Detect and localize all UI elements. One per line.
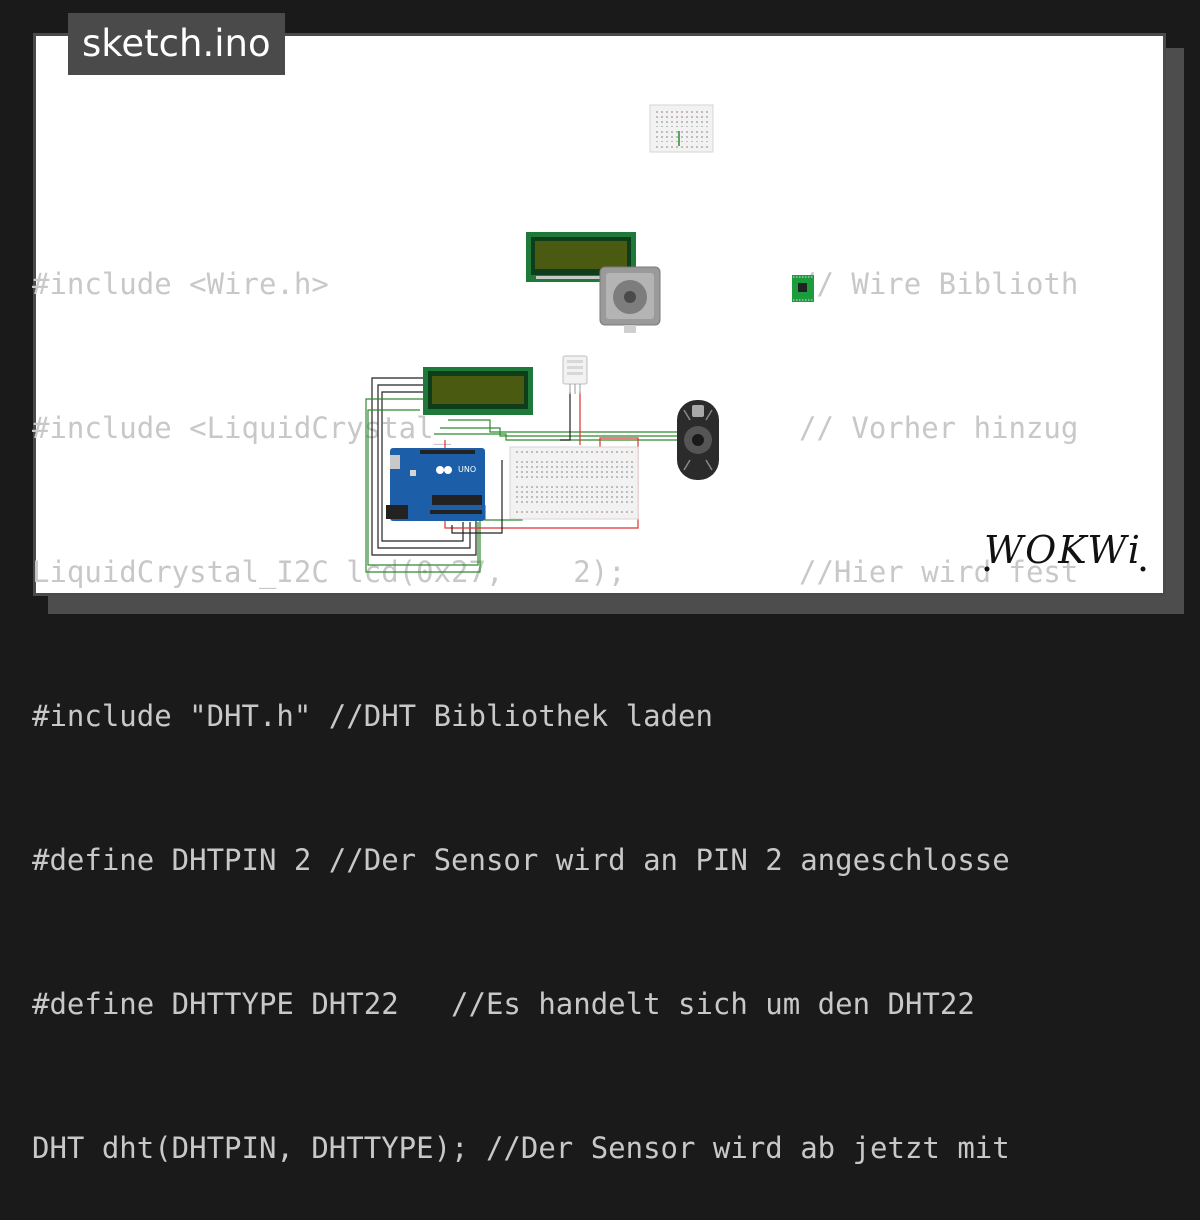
code-text: #include <Wire.h> (32, 267, 329, 301)
dht22-sensor-icon[interactable] (562, 355, 588, 394)
code-text: #define DHTPIN 2 //Der Sensor wird an PI… (32, 843, 1010, 877)
code-line: #define DHTTYPE DHT22 //Es handelt sich … (32, 980, 1098, 1028)
rotary-encoder-icon[interactable] (677, 400, 719, 480)
breadboard-small-icon[interactable] (649, 104, 714, 153)
project-filename: sketch.ino (68, 13, 285, 75)
code-comment: // Vorher hinzug (799, 411, 1079, 445)
arduino-uno-icon[interactable]: UNO (386, 448, 485, 521)
code-text: #include <LiquidCrystal_ (32, 411, 452, 445)
wokwi-logo-icon: WOKWi (984, 528, 1146, 572)
code-text: DHT dht(DHTPIN, DHTTYPE); //Der Sensor w… (32, 1131, 1010, 1165)
motor-driver-icon[interactable] (792, 275, 814, 302)
code-line: DHT dht(DHTPIN, DHTTYPE); //Der Sensor w… (32, 1124, 1098, 1172)
code-text: #define DHTTYPE DHT22 //Es handelt sich … (32, 987, 975, 1021)
code-line: #include <LiquidCrystal_ // Vorher hinzug (32, 404, 1098, 452)
code-text: #include "DHT.h" //DHT Bibliothek laden (32, 699, 713, 733)
arduino-label: UNO (458, 465, 476, 474)
brand-logo-text: WOKWi (984, 528, 1142, 572)
stepper-motor-icon[interactable] (599, 266, 661, 333)
circuit-diagram: UNO (365, 104, 814, 573)
breadboard-icon[interactable] (509, 446, 639, 520)
code-line: #define DHTPIN 2 //Der Sensor wird an PI… (32, 836, 1098, 884)
code-comment: //Hier wird fest (799, 555, 1079, 589)
code-line: #include "DHT.h" //DHT Bibliothek laden (32, 692, 1098, 740)
lcd-display-icon[interactable] (423, 367, 533, 415)
